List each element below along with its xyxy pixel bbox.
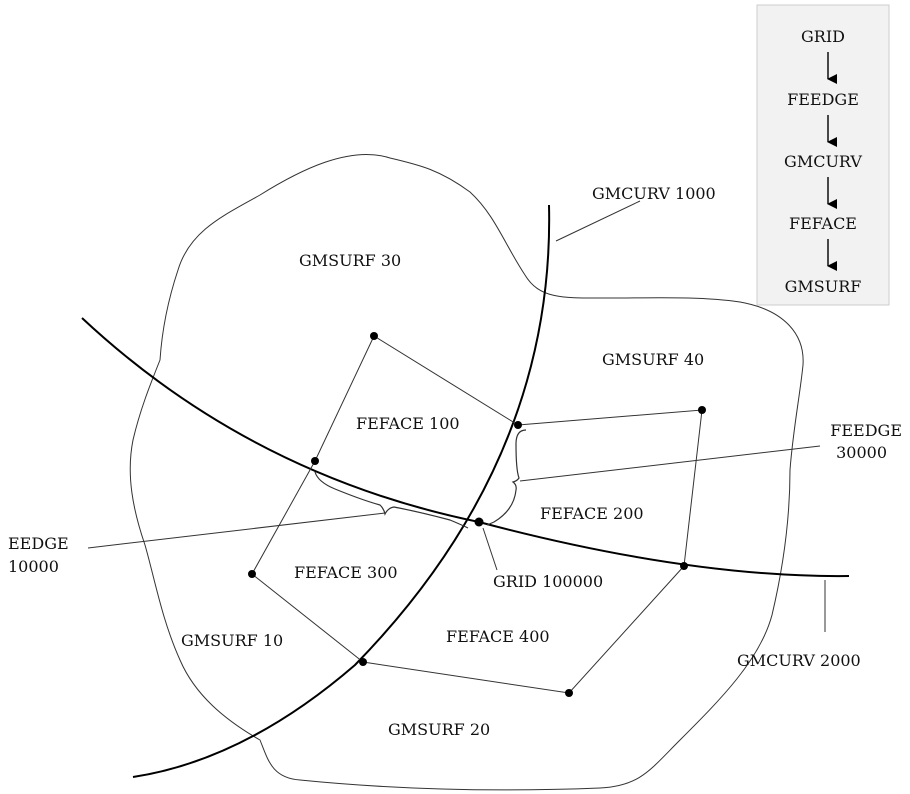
- gmsurf-30-label: GMSURF 30: [299, 251, 401, 270]
- legend-item-gmsurf: GMSURF: [785, 277, 862, 296]
- grid-node: [698, 406, 706, 414]
- feedge-10000-leader: [87, 512, 386, 549]
- grid-node: [359, 658, 367, 666]
- feface-100-label: FEFACE 100: [356, 414, 460, 433]
- legend-box: GRID FEEDGE GMCURV FEFACE GMSURF: [756, 4, 890, 306]
- feface-100-edge: [314, 335, 519, 462]
- feface-400-label: FEFACE 400: [446, 627, 550, 646]
- feface-200-label: FEFACE 200: [540, 504, 644, 523]
- grid-node: [565, 689, 573, 697]
- gmsurf-10-label: GMSURF 10: [181, 631, 283, 650]
- gmcurv-2000-curve: [81, 317, 850, 578]
- grid-node: [680, 562, 688, 570]
- legend-item-feedge: FEEDGE: [787, 90, 859, 109]
- gmsurf-20-label: GMSURF 20: [388, 720, 490, 739]
- legend-item-gmcurv: GMCURV: [784, 152, 862, 171]
- feface-200-edge: [517, 409, 703, 567]
- feedge-30000-leader: [519, 445, 821, 482]
- legend-background: [756, 4, 890, 306]
- grid-node: [370, 332, 378, 340]
- legend-item-grid: GRID: [801, 27, 845, 46]
- grid-node-100000: [474, 517, 484, 527]
- gmcurv-1000-curve: [132, 204, 551, 778]
- grid-nodes: [248, 332, 706, 697]
- feedge-30000-name: FEEDGE: [830, 421, 902, 440]
- feedge-10000-name: EEDGE: [8, 534, 69, 553]
- grid-node: [248, 570, 256, 578]
- surface-boundary: [129, 154, 804, 791]
- grid-100000-leader: [482, 527, 498, 571]
- grid-100000-label: GRID 100000: [493, 572, 603, 591]
- feface-300-label: FEFACE 300: [294, 563, 398, 582]
- gmsurf-40-label: GMSURF 40: [602, 350, 704, 369]
- feedge-10000-id: 10000: [8, 557, 59, 576]
- grid-node: [311, 457, 319, 465]
- gmcurv-2000-label: GMCURV 2000: [737, 651, 861, 670]
- gmcurv-1000-label: GMCURV 1000: [592, 184, 716, 203]
- feedge-30000-id: 30000: [836, 443, 887, 462]
- gmcurv-1000-leader: [555, 200, 641, 242]
- grid-node: [514, 421, 522, 429]
- legend-item-feface: FEFACE: [789, 214, 857, 233]
- feedge-10000-bracket: [314, 471, 469, 529]
- feedge-30000-bracket: [486, 429, 527, 526]
